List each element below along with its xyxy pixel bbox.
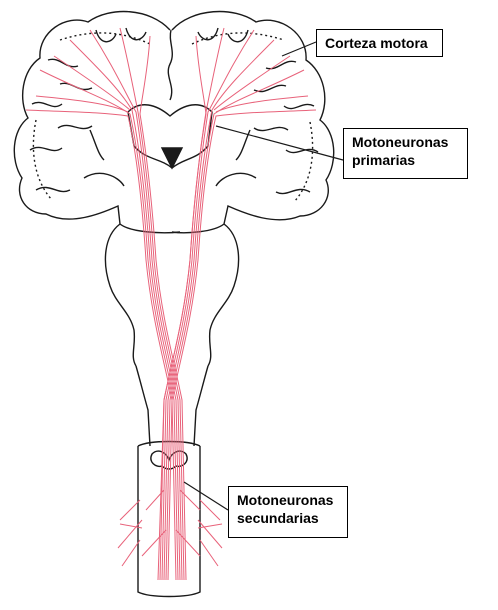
label-primarias-line2: primarias [352,152,416,168]
label-primarias-line1: Motoneuronas [352,134,449,150]
label-corteza-motora: Corteza motora [316,29,443,57]
leader-lines [183,41,344,511]
label-secundarias-line2: secundarias [237,510,319,526]
label-motoneuronas-secundarias: Motoneuronas secundarias [228,486,348,538]
leader-secundarias [183,481,229,511]
label-corteza-text: Corteza motora [325,35,428,51]
label-secundarias-line1: Motoneuronas [237,492,334,508]
leader-corteza [281,41,317,57]
pyramidal-tract [25,27,317,581]
leader-primarias [215,125,344,161]
label-motoneuronas-primarias: Motoneuronas primarias [343,128,468,179]
